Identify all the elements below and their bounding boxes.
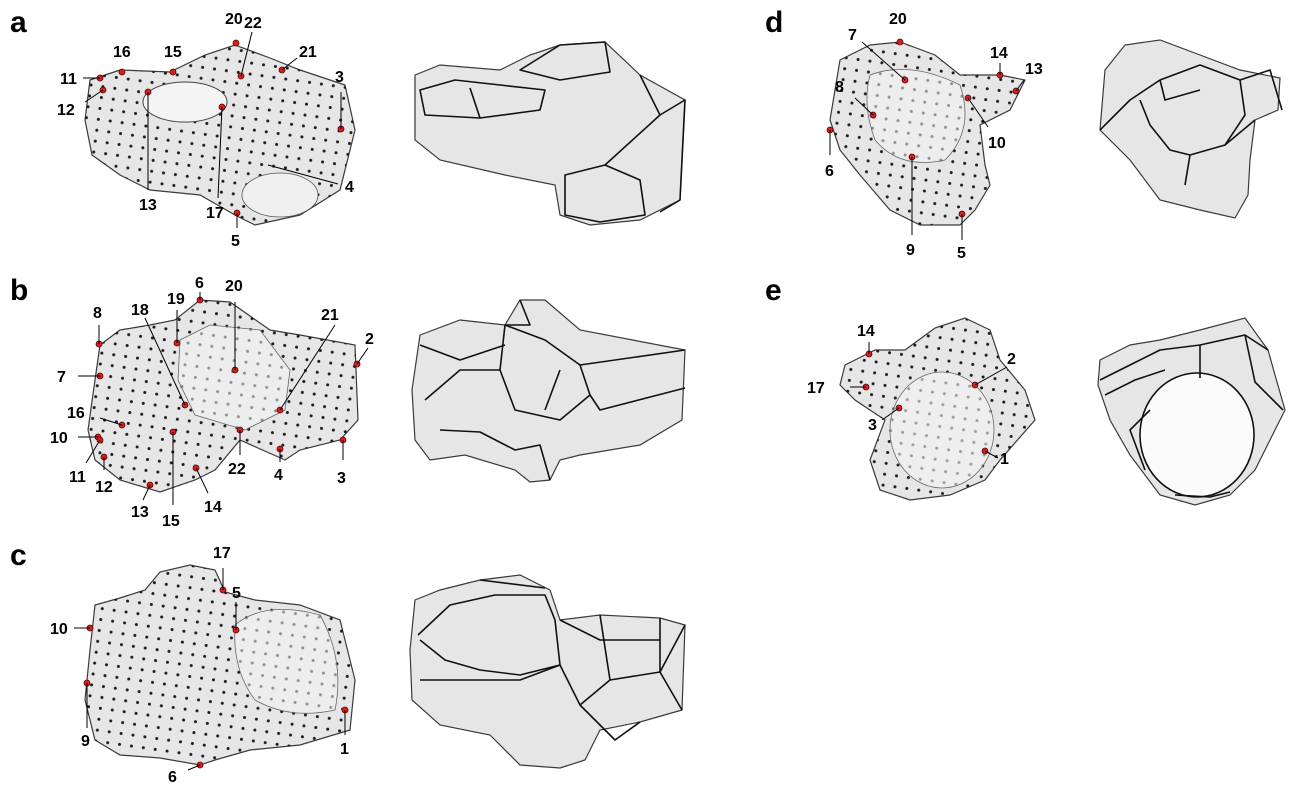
landmark-label: 12 [57,102,75,119]
landmark-label: 17 [213,545,231,562]
landmark-label: 22 [228,461,246,478]
landmark-dot [119,69,125,75]
landmark-label: 11 [69,469,86,486]
landmark-label: 21 [299,44,317,61]
landmark-label: 14 [204,499,222,516]
landmark-label: 4 [345,179,354,196]
landmark-label: 5 [957,245,966,262]
landmark-label: 3 [868,417,877,434]
landmark-label: 13 [139,197,157,214]
landmark-label: 22 [244,15,262,32]
panel-label-e: e [765,274,782,307]
landmark-label: 20 [889,11,907,28]
panel-b: b 6 20 19 1 [10,274,685,530]
bone-d-dotted [830,42,1025,225]
landmark-label: 6 [195,275,204,292]
landmark-label: 13 [131,504,149,521]
landmark-label: 17 [206,205,224,222]
landmark-label: 6 [825,163,834,180]
panel-label-d: d [765,6,783,39]
panel-label-c: c [10,539,27,572]
landmark-label: 10 [50,430,68,447]
landmark-label: 9 [906,242,915,259]
landmark-label: 1 [1000,451,1009,468]
bone-a-dotted [85,45,355,225]
landmark-label: 16 [113,44,131,61]
landmark-label: 13 [1025,61,1043,78]
landmark-dot [233,40,239,46]
landmark-label: 20 [225,278,243,295]
landmark-label: 15 [164,44,182,61]
bone-c-mesh [410,575,685,768]
landmark-label: 5 [232,585,241,602]
panel-c: c 17 5 10 [10,539,685,785]
landmark-label: 11 [60,71,77,88]
bone-c-dotted [85,565,355,765]
landmark-label: 7 [57,369,66,386]
landmark-label: 14 [990,45,1008,62]
landmark-label: 6 [168,769,177,785]
bone-a-mesh [415,42,685,225]
landmark-label: 16 [67,405,85,422]
landmark-label: 18 [131,302,149,319]
panel-e: e 14 2 17 3 [765,274,1285,505]
bone-b-mesh [412,300,685,482]
landmark-label: 8 [93,305,102,322]
landmark-label: 3 [335,69,344,86]
landmark-dot [897,39,903,45]
landmark-label: 2 [365,331,374,348]
landmark-label: 3 [337,470,346,487]
landmark-label: 5 [231,233,240,250]
landmark-label: 17 [807,380,825,397]
landmark-label: 1 [340,741,349,758]
landmark-label: 4 [274,467,283,484]
landmark-label: 8 [835,79,844,96]
panel-label-b: b [10,274,28,307]
landmark-label: 10 [50,621,68,638]
landmark-label: 21 [321,307,339,324]
landmark-label: 20 [225,11,243,28]
landmark-label: 12 [95,479,113,496]
bone-d-mesh [1100,40,1282,218]
landmark-label: 7 [848,27,857,44]
landmark-label: 9 [81,733,90,750]
panel-a: a 20 22 16 15 [10,6,685,250]
landmark-label: 10 [988,135,1006,152]
bone-e-mesh [1098,318,1285,505]
landmark-dot [170,69,176,75]
landmark-label: 14 [857,323,875,340]
landmark-label: 2 [1007,351,1016,368]
panel-label-a: a [10,6,27,39]
bone-b-dotted [88,300,358,492]
panel-d: d 20 7 14 13 8 [765,6,1282,262]
landmark-label: 15 [162,513,180,530]
landmark-label: 19 [167,291,185,308]
